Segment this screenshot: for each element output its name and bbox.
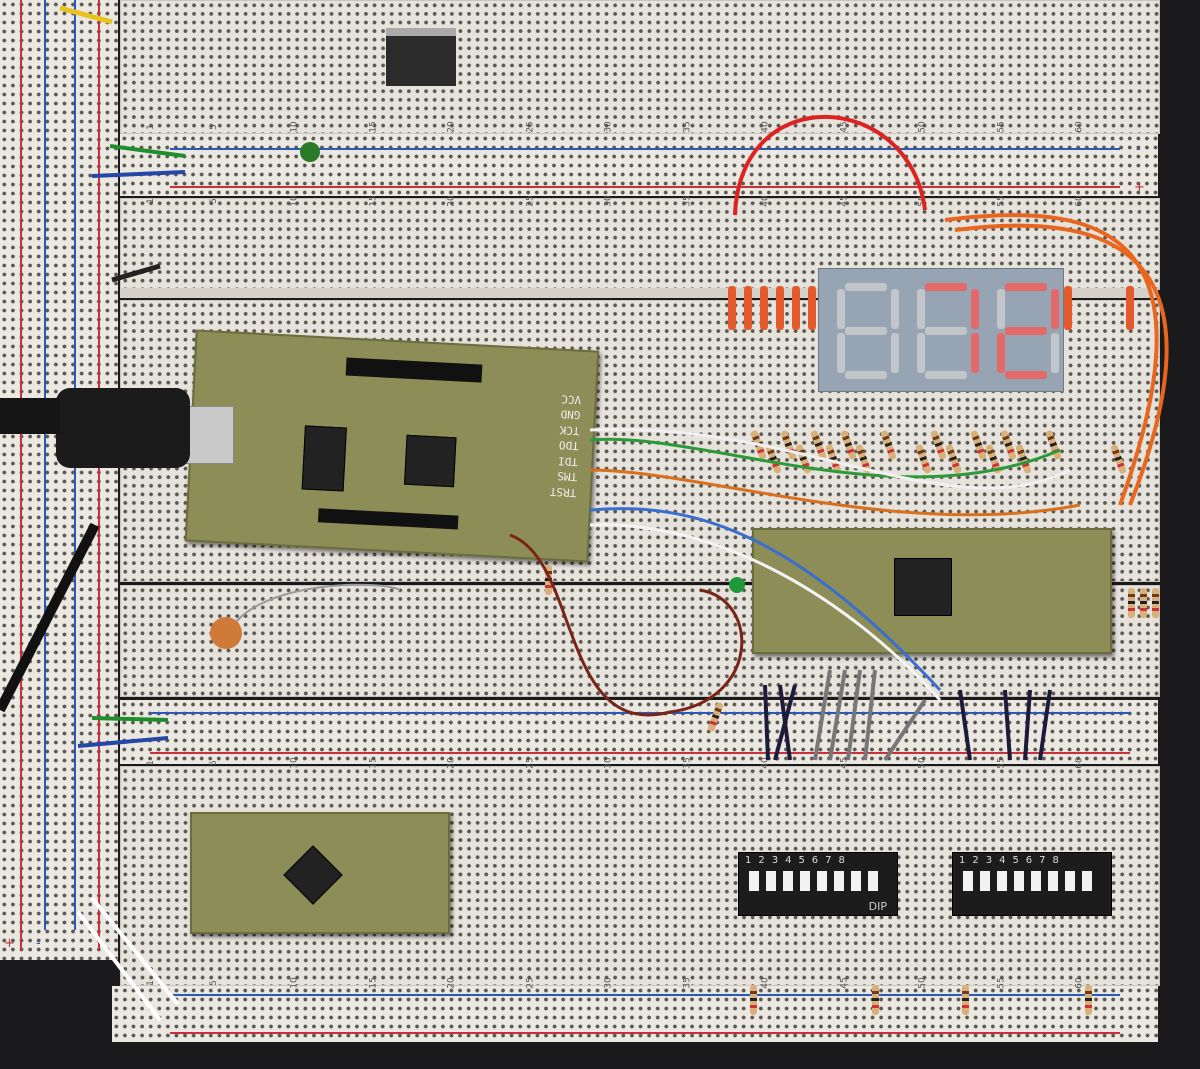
white-wire-2 — [589, 523, 942, 702]
dip-switch-lever[interactable] — [834, 871, 844, 891]
resistor — [545, 565, 552, 595]
black-cable-left — [0, 522, 100, 713]
usb-connector — [186, 406, 234, 464]
orange-wire-bundle — [944, 213, 1159, 506]
orange-resistor — [728, 286, 736, 330]
dip-switch-lever[interactable] — [1014, 871, 1024, 891]
digit-3 — [993, 283, 1059, 379]
rail-red-line-bottom — [170, 1032, 1120, 1034]
blue-rail-wire — [91, 170, 186, 178]
yellow-wire-top — [59, 5, 113, 25]
green-capacitor — [300, 142, 320, 162]
left-rail-blue-line — [44, 0, 46, 930]
dip-switch-lever[interactable] — [963, 871, 973, 891]
dip-switch-1[interactable]: 12345678 DIP — [738, 852, 898, 916]
dip-switch-2[interactable]: 12345678 — [952, 852, 1112, 916]
orange-resistor — [776, 286, 784, 330]
red-jumper-wire — [733, 115, 927, 216]
black-wire — [111, 263, 161, 283]
left-rail-red-line — [20, 0, 22, 950]
gray-wire-group — [813, 669, 927, 762]
usb-cable-plug — [56, 388, 190, 468]
white-wire — [589, 427, 1071, 490]
resistor — [1085, 985, 1092, 1015]
green-wire — [589, 437, 1061, 479]
resistor — [750, 985, 757, 1015]
dip-switch-lever[interactable] — [1065, 871, 1075, 891]
left-rail-red-line-2 — [98, 0, 100, 950]
white-wire-left-2 — [90, 896, 180, 1006]
dip-switch-lever[interactable] — [800, 871, 810, 891]
orange-resistor — [808, 286, 816, 330]
orange-resistor — [760, 286, 768, 330]
rail-red-line-mid — [150, 752, 1130, 754]
capacitor-lead — [229, 583, 401, 631]
dark-wire-group — [763, 684, 1052, 761]
orange-resistor — [1126, 286, 1134, 330]
usb-cable — [0, 398, 60, 434]
green-rail-wire — [109, 144, 186, 158]
rail-plus-sign: + — [1134, 180, 1145, 195]
ceramic-capacitor — [210, 617, 242, 649]
resistor — [962, 985, 969, 1015]
rail-minus-sign: - — [1136, 142, 1141, 157]
green-led — [729, 577, 745, 593]
rail-blue-line — [170, 148, 1120, 150]
dip-switch-lever[interactable] — [851, 871, 861, 891]
brown-wire — [509, 533, 744, 717]
resistor — [1128, 588, 1135, 618]
dip-switch-lever[interactable] — [1082, 871, 1092, 891]
dip-switch-numbers: 12345678 — [959, 855, 1066, 866]
target-cpld-chip — [894, 558, 952, 616]
microcontroller-pcb — [190, 812, 450, 934]
dip-switch-lever[interactable] — [980, 871, 990, 891]
orange-resistor — [744, 286, 752, 330]
digit-2 — [913, 283, 979, 379]
dip-switch-lever[interactable] — [868, 871, 878, 891]
dip-switch-label: DIP — [868, 900, 887, 913]
voltage-regulator — [386, 28, 456, 86]
dip-switch-lever[interactable] — [817, 871, 827, 891]
rail-red-line — [170, 186, 1120, 188]
dip-switch-lever[interactable] — [766, 871, 776, 891]
orange-resistor — [792, 286, 800, 330]
green-rail-wire-2 — [91, 716, 169, 722]
rail-minus-sign-left: - — [36, 936, 41, 951]
orange-jtag-wire — [589, 468, 1081, 517]
dip-switch-numbers: 12345678 — [745, 855, 852, 866]
dip-switch-lever[interactable] — [783, 871, 793, 891]
center-channel — [120, 288, 1158, 298]
white-wire-left — [76, 910, 162, 1022]
resistor — [1140, 588, 1147, 618]
resistor — [872, 985, 879, 1015]
rail-blue-line-bottom — [170, 994, 1120, 996]
digit-1 — [833, 283, 899, 379]
power-rail-top — [120, 134, 1158, 196]
rail-plus-sign-left: + — [4, 936, 15, 951]
dip-switch-lever[interactable] — [997, 871, 1007, 891]
dip-switch-lever[interactable] — [1048, 871, 1058, 891]
dip-switch-lever[interactable] — [1031, 871, 1041, 891]
dip-switch-lever[interactable] — [749, 871, 759, 891]
orange-resistor — [1064, 286, 1072, 330]
seven-segment-display — [818, 268, 1064, 392]
orange-wire-2 — [954, 223, 1169, 506]
resistor — [1152, 588, 1159, 618]
blue-jtag-wire — [589, 507, 942, 692]
blue-rail-wire-2 — [77, 736, 169, 748]
breadboard-top — [120, 0, 1160, 134]
